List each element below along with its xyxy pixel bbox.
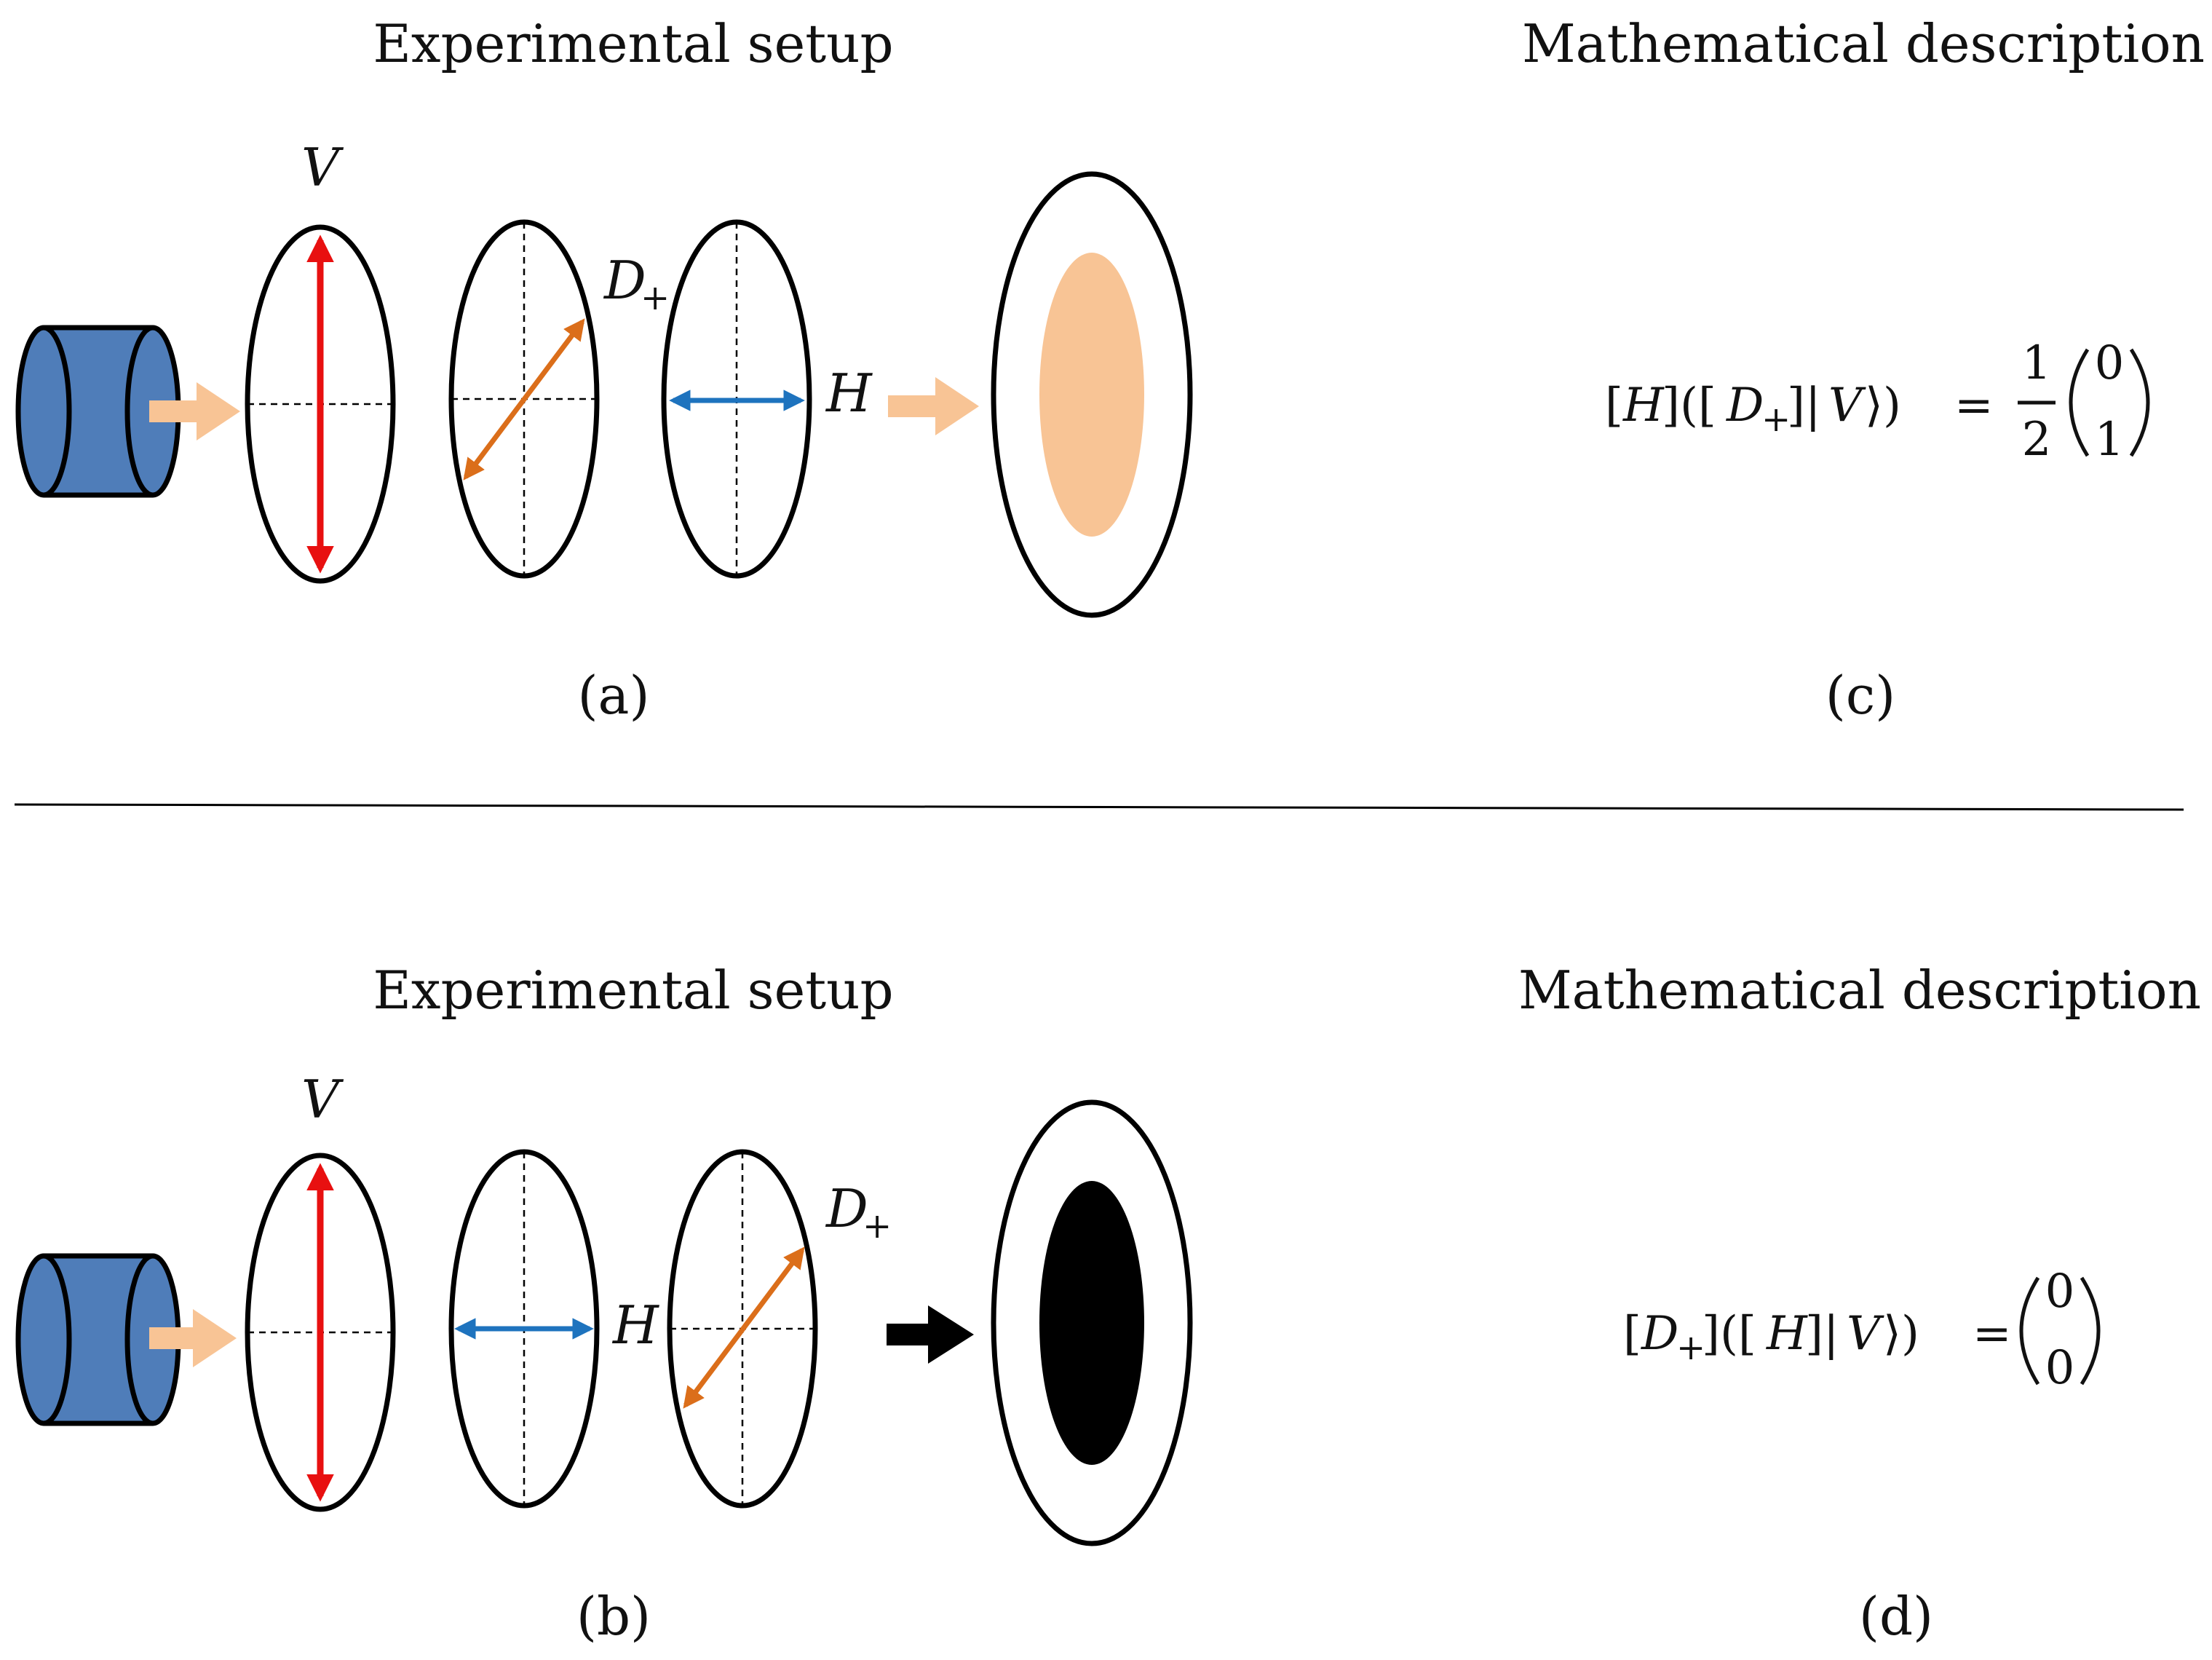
svg-text:+: + [1761,399,1791,440]
caption-a: (a) [577,665,649,726]
top-panel: Experimental setup Mathematical descript… [15,13,2205,726]
equation-top: [ H ] ([ D + ]| V ⟩) = 1 2 0 1 [1605,336,2150,467]
bright-spot [1039,253,1144,537]
label-d-plus-sub: + [641,277,670,318]
label-d-plus: D [603,250,646,311]
screen-bottom [991,1099,1193,1546]
svg-text:]: ] [1662,379,1680,432]
diagonal-polarization-arrow [463,318,585,481]
label-h: H [825,363,873,424]
screen-top [991,171,1193,618]
bottom-panel: Experimental setup Mathematical descript… [15,960,2201,1647]
svg-text:⟩): ⟩) [1865,379,1901,432]
svg-text:0: 0 [2045,1265,2075,1319]
svg-text:⟩): ⟩) [1883,1307,1919,1361]
svg-text:V: V [1828,379,1866,432]
svg-text:[: [ [1605,379,1623,432]
beam-in-arrow-bottom [149,1309,237,1367]
svg-text:D: D [1726,379,1764,432]
dark-spot [1039,1181,1144,1465]
svg-text:]|: ]| [1805,1307,1839,1361]
panel-divider [14,803,2184,811]
polarizer-d-bottom: D + [667,1149,892,1509]
beam-in-arrow-top [149,382,240,440]
svg-text:V: V [1847,1307,1884,1361]
math-heading-bottom: Mathematical description [1518,960,2201,1021]
math-heading-top: Mathematical description [1522,13,2205,74]
caption-c: (c) [1826,665,1896,726]
polarizer-h-bottom: H [448,1149,659,1509]
svg-text:]: ] [1702,1307,1720,1361]
label-h-bottom: H [611,1295,659,1356]
beam-out-arrow-bottom [887,1305,974,1364]
caption-d: (d) [1859,1586,1933,1647]
beam-out-arrow-top [888,377,979,435]
svg-text:=: = [1973,1307,2012,1361]
svg-text:[: [ [1623,1307,1641,1361]
polarizer-v-bottom: V [245,1069,396,1512]
label-d-plus-sub-bottom: + [863,1206,892,1246]
label-v: V [301,137,344,198]
setup-heading-top: Experimental setup [373,13,893,74]
svg-text:1: 1 [2095,413,2125,467]
polarizer-h-top: H [661,219,873,579]
label-d-plus-bottom: D [825,1178,868,1239]
svg-text:([: ([ [1680,379,1716,432]
label-v-bottom: V [301,1069,344,1130]
svg-text:([: ([ [1720,1307,1756,1361]
svg-text:2: 2 [2022,413,2052,467]
caption-b: (b) [576,1586,651,1647]
setup-heading-bottom: Experimental setup [373,960,893,1021]
svg-text:0: 0 [2095,336,2125,390]
svg-text:1: 1 [2022,336,2052,390]
svg-text:0: 0 [2045,1341,2075,1395]
svg-text:H: H [1622,379,1665,432]
polarizer-d-top: D + [448,219,670,579]
svg-text:H: H [1766,1307,1808,1361]
svg-text:=: = [1954,379,1994,432]
svg-text:D: D [1641,1307,1678,1361]
equation-bottom: [ D + ] ([ H ]| V ⟩) = 0 0 [1623,1265,2101,1395]
svg-text:+: + [1676,1327,1705,1368]
svg-text:]|: ]| [1787,379,1821,432]
polarizer-v-top: V [245,137,396,584]
